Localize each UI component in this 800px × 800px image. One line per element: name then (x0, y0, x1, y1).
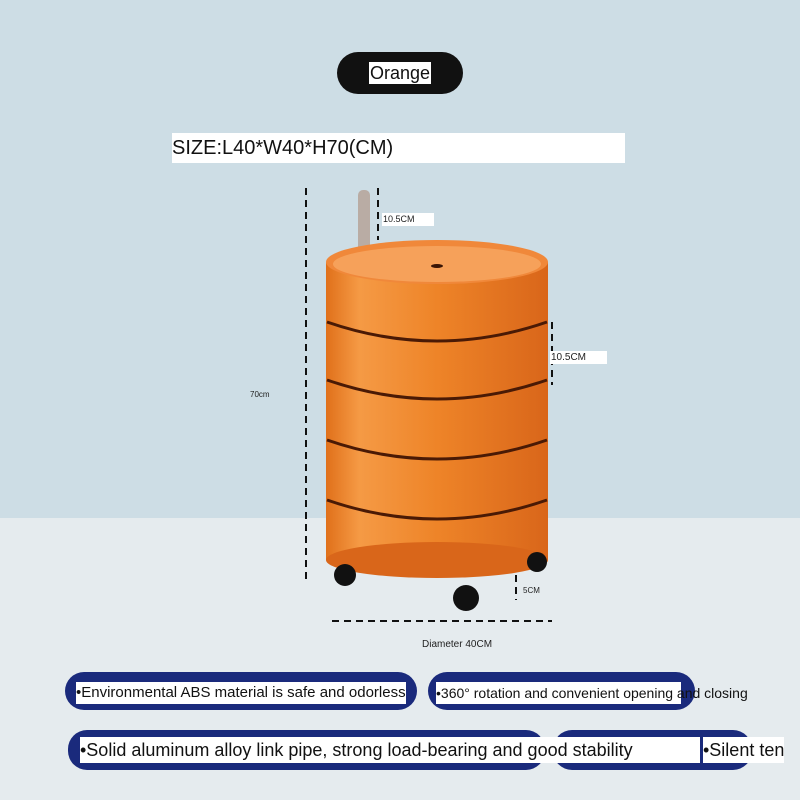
wheel-height-label: 5CM (523, 586, 540, 595)
feature-text: •Silent ten (703, 737, 785, 763)
feature-text: •Environmental ABS material is safe and … (76, 682, 406, 704)
feature-text: •360° rotation and convenient opening an… (436, 682, 748, 704)
diameter-label: Diameter 40CM (422, 639, 493, 650)
cabinet-body (326, 262, 548, 560)
feature-text: •Solid aluminum alloy link pipe, strong … (80, 737, 700, 763)
color-label: Orange (369, 62, 432, 84)
dimension-lines (305, 188, 553, 622)
size-banner: SIZE:L40*W40*H70(CM) (172, 133, 625, 163)
aluminum-pole (358, 190, 370, 252)
caster-wheels (334, 552, 547, 611)
drawer-seams (326, 320, 548, 521)
pole-height-label: 10.5CM (382, 213, 434, 226)
color-badge: Orange (337, 52, 463, 94)
tier-height-label: 10.5CM (550, 351, 607, 364)
total-height-label: 70cm (250, 390, 270, 399)
